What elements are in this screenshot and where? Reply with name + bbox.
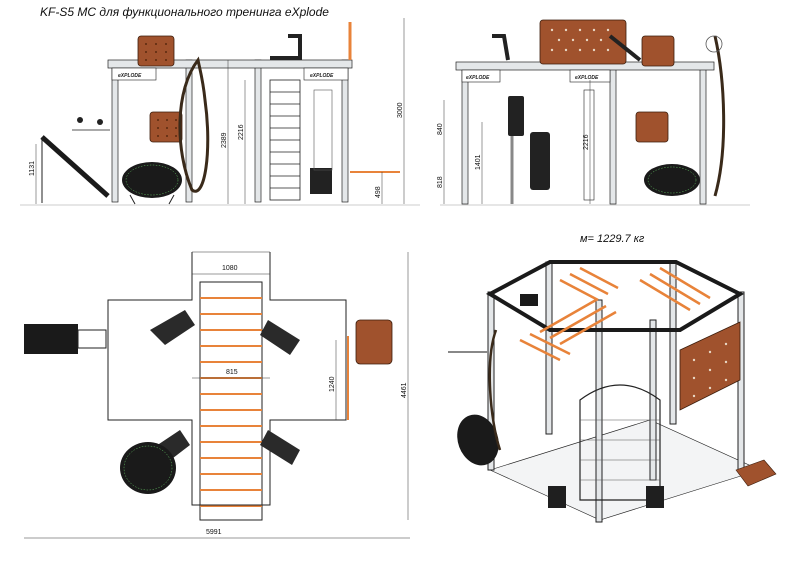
dim-upper: 840 [437, 123, 444, 135]
dim-lower: 818 [437, 176, 444, 188]
drawing-title: KF-S5 MC для функционального тренинга eX… [40, 5, 329, 19]
dim-ladder-width: 1080 [222, 265, 238, 272]
dim-top-bar: 2389 [221, 132, 228, 148]
dim-bench: 1131 [29, 161, 36, 176]
dim-height: 2216 [583, 134, 590, 150]
plan-view: 1080 815 1240 5991 4461 [24, 251, 410, 539]
brand-logo: eXPLODE [466, 75, 490, 81]
brand-logo: eXPLODE [575, 75, 599, 81]
dim-depth: 1240 [329, 376, 336, 392]
brand-logo: eXPLODE [118, 73, 142, 79]
dim-total-width: 4461 [401, 382, 408, 398]
dim-inner: 2216 [238, 124, 245, 140]
dim-bottom-offset: 498 [375, 186, 382, 198]
dim-mid: 1401 [475, 154, 482, 170]
dim-inner-width: 815 [226, 369, 238, 376]
dim-total-height: 3000 [397, 102, 404, 118]
front-view: eXPLODE eXPLODE [20, 18, 420, 206]
dim-total-length: 5991 [206, 529, 222, 536]
mass-label: м= 1229.7 кг [580, 233, 645, 245]
brand-logo: eXPLODE [310, 73, 334, 79]
side-view: eXPLODE eXPLODE 840 818 [437, 19, 750, 206]
iso-view: м= 1229.7 кг [448, 233, 777, 523]
